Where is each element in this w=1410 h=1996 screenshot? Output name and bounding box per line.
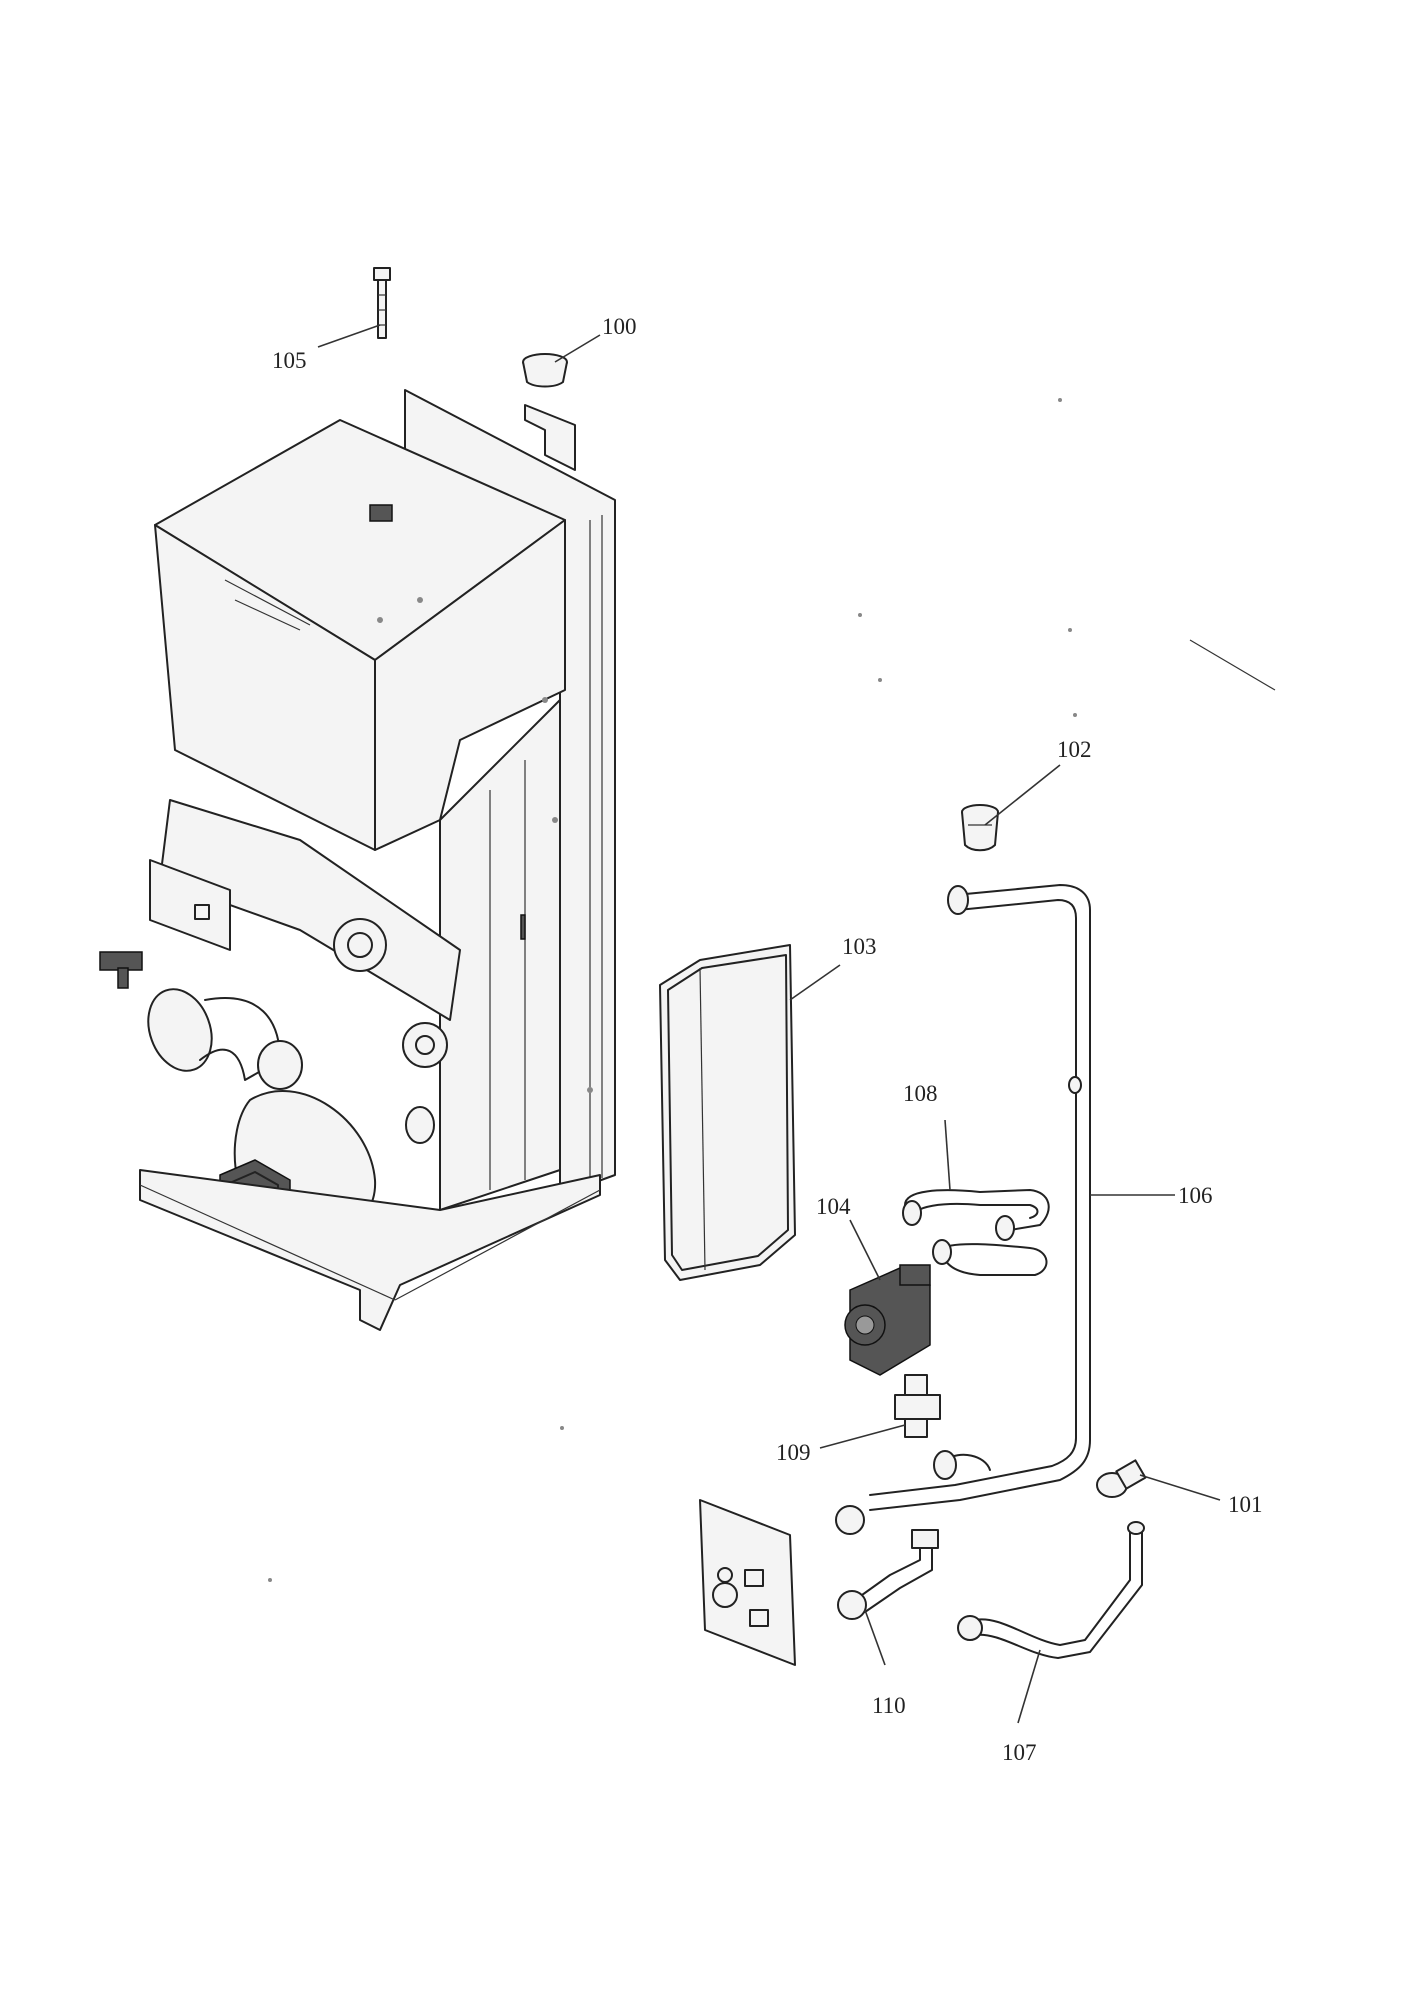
part-110-pipe (837, 1529, 939, 1620)
hopper-latch (369, 504, 393, 522)
callout-107: 107 (1002, 1740, 1037, 1765)
part-103-expansion-vessel (659, 944, 796, 1281)
callout-103: 103 (842, 934, 877, 959)
callout-labels: 105 100 102 103 108 104 106 109 101 110 … (272, 314, 1263, 1765)
part-107-pipe (957, 1521, 1145, 1659)
part-102-air-vent (961, 804, 999, 852)
boiler-main-assembly (99, 389, 616, 1331)
callout-100: 100 (602, 314, 637, 339)
top-bracket (524, 404, 576, 471)
leader-100 (554, 334, 601, 363)
leader-101 (1139, 1474, 1221, 1501)
part-100-cap (522, 353, 568, 388)
base-frame (139, 1169, 601, 1331)
part-106-pipe (835, 884, 1091, 1535)
leader-102 (984, 764, 1061, 826)
leader-110 (864, 1609, 886, 1666)
callout-102: 102 (1057, 737, 1092, 762)
callout-101: 101 (1228, 1492, 1263, 1517)
feed-motor (333, 918, 387, 972)
leader-107 (1017, 1649, 1041, 1724)
leader-108 (944, 1119, 951, 1191)
callout-110: 110 (872, 1693, 906, 1718)
control-plate (699, 1499, 796, 1666)
stray-line (1189, 639, 1276, 691)
leader-lines (317, 324, 1221, 1724)
flue-outlet (147, 988, 213, 1072)
callout-108: 108 (903, 1081, 938, 1106)
part-105-bolt (373, 267, 391, 339)
combustion-column (439, 699, 561, 1211)
control-bracket (149, 859, 231, 951)
callout-106: 106 (1178, 1183, 1213, 1208)
leader-104 (849, 1219, 881, 1281)
part-109-valve (894, 1374, 941, 1438)
side-valve (99, 951, 143, 989)
callout-104: 104 (816, 1194, 851, 1219)
hopper-side (374, 519, 566, 851)
callout-109: 109 (776, 1440, 811, 1465)
leader-109 (819, 1424, 906, 1449)
leader-103 (789, 964, 841, 1001)
part-101-fitting (1096, 1459, 1147, 1498)
part-104-pump (844, 1264, 931, 1376)
callout-105: 105 (272, 348, 307, 373)
part-108-pipe (902, 1189, 1050, 1276)
leader-105 (317, 324, 381, 348)
